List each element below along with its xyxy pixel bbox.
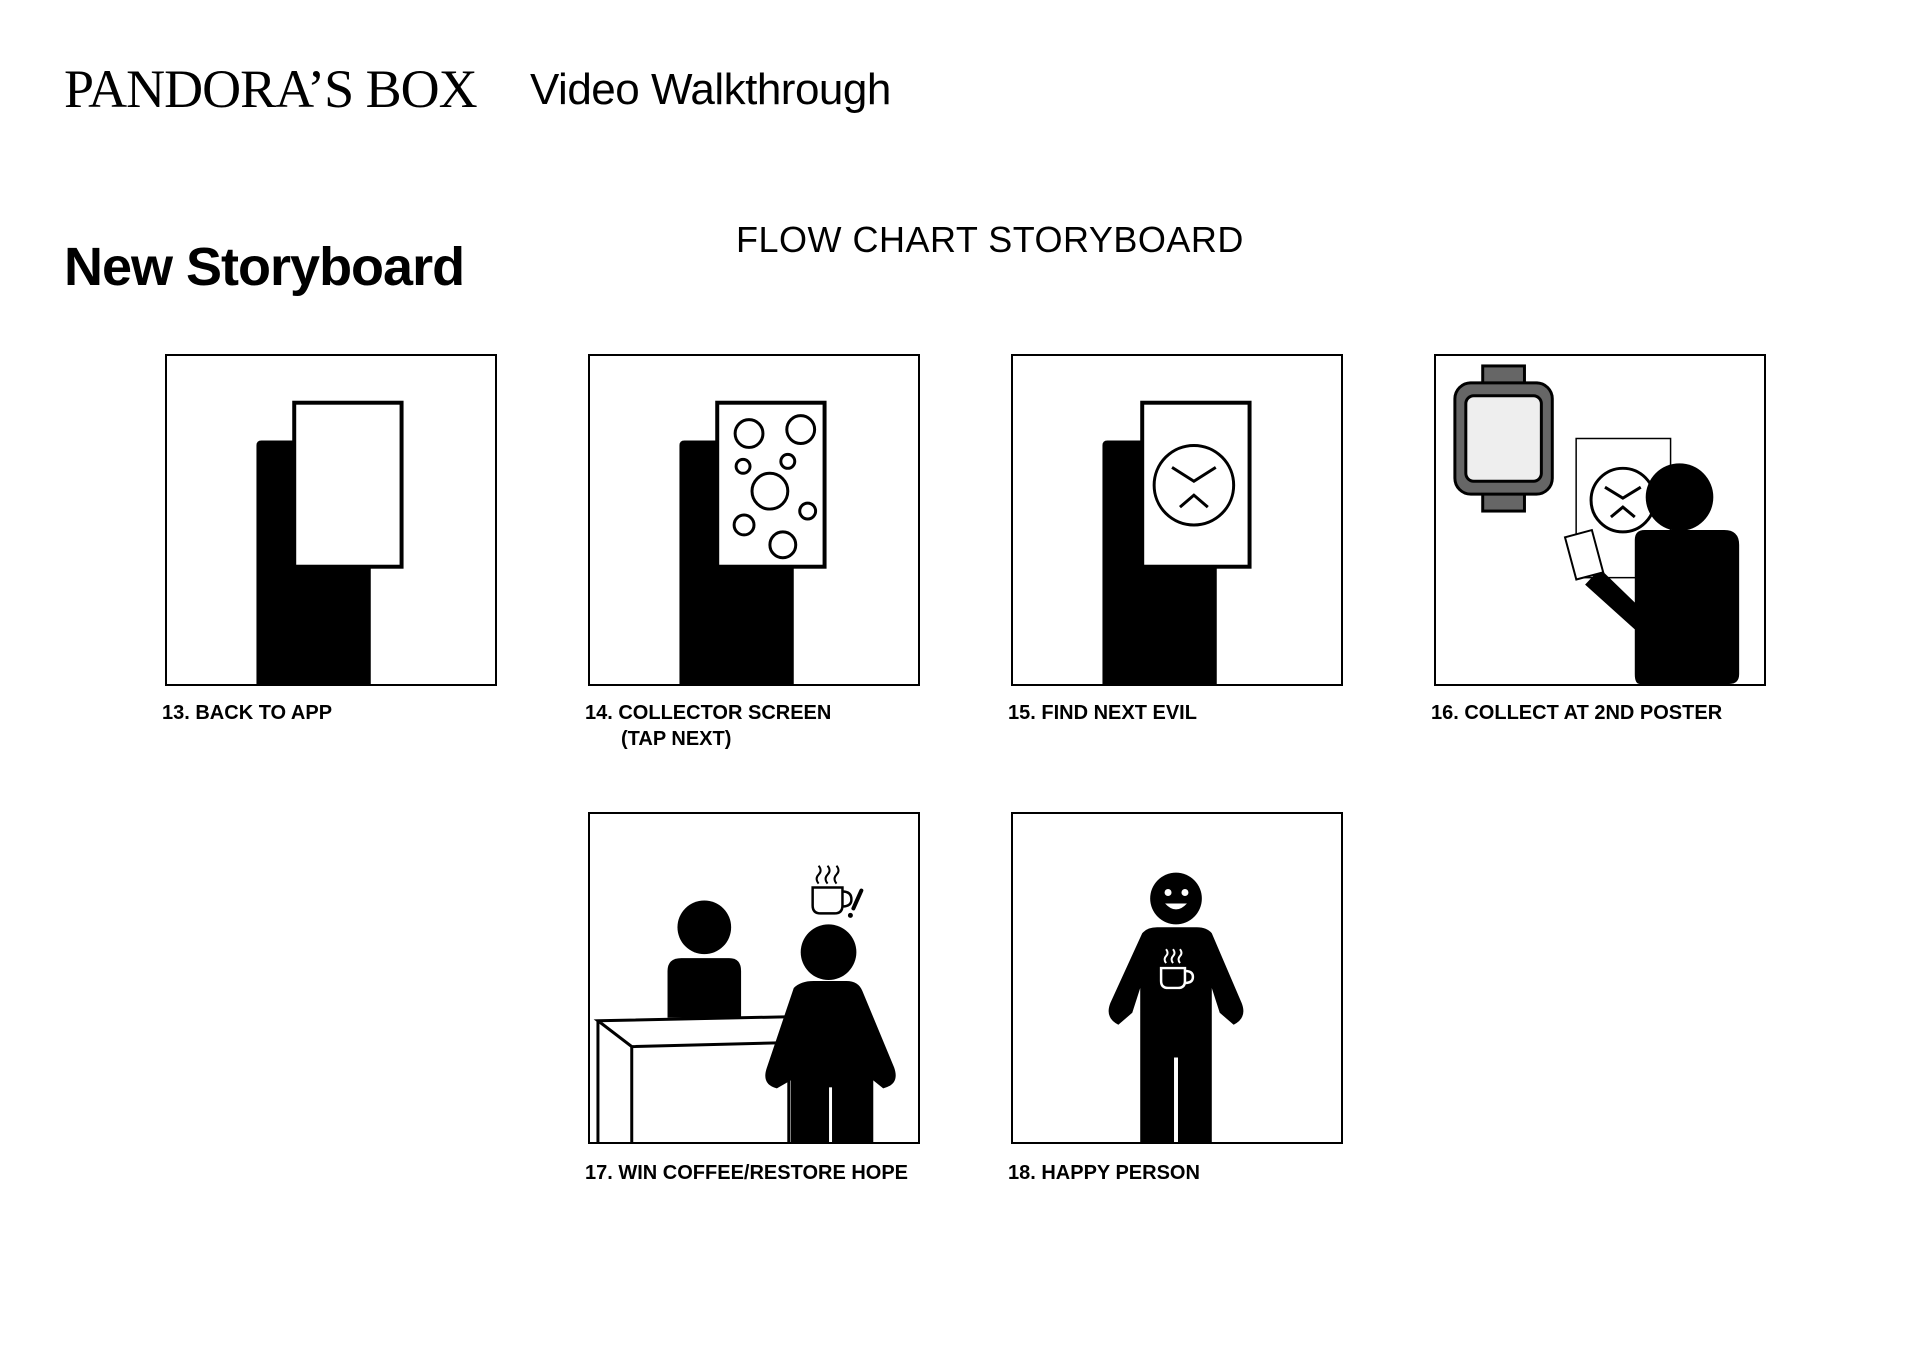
storyboard-title: FLOW CHART STORYBOARD bbox=[736, 219, 1244, 260]
barista-icon bbox=[667, 900, 742, 1018]
person-icon bbox=[1563, 463, 1740, 684]
watch-icon bbox=[1453, 364, 1554, 513]
exclamation-icon bbox=[847, 888, 864, 918]
caption-15-text: 15. FIND NEXT EVIL bbox=[1008, 702, 1197, 724]
poster-icon bbox=[1575, 437, 1672, 579]
caption-18-text: 18. HAPPY PERSON bbox=[1008, 1162, 1200, 1184]
caption-16-text: 16. COLLECT AT 2ND POSTER bbox=[1431, 702, 1723, 724]
bubbles-screen-icon bbox=[715, 400, 827, 569]
brand-title: PANDORA’S BOX bbox=[64, 59, 478, 119]
caption-18: 18. HAPPY PERSON bbox=[1008, 1160, 1200, 1186]
panel-13-illustration bbox=[256, 400, 404, 684]
caption-17-text: 17. WIN COFFEE/RESTORE HOPE bbox=[585, 1162, 909, 1184]
caption-13: 13. BACK TO APP bbox=[162, 700, 332, 726]
panel-15 bbox=[1011, 354, 1343, 686]
page-title: New Storyboard bbox=[64, 237, 465, 297]
caption-17: 17. WIN COFFEE/RESTORE HOPE bbox=[585, 1160, 908, 1186]
panel-13 bbox=[165, 354, 497, 686]
panel-15-illustration bbox=[1102, 400, 1252, 684]
caption-13-text: 13. BACK TO APP bbox=[162, 702, 333, 724]
counter-icon bbox=[593, 1015, 791, 1142]
person-icon bbox=[765, 924, 896, 1142]
panel-16-illustration bbox=[1453, 364, 1740, 684]
caption-16: 16. COLLECT AT 2ND POSTER bbox=[1431, 700, 1722, 726]
panel-17-illustration bbox=[593, 865, 896, 1142]
evil-face-icon bbox=[1152, 443, 1236, 527]
happy-person-icon bbox=[1108, 872, 1244, 1142]
page-subtitle: Video Walkthrough bbox=[530, 65, 891, 114]
caption-15: 15. FIND NEXT EVIL bbox=[1008, 700, 1197, 726]
panel-17 bbox=[588, 812, 920, 1144]
caption-14-text: 14. COLLECTOR SCREEN bbox=[585, 702, 832, 724]
coffee-icon bbox=[811, 865, 853, 915]
panel-16 bbox=[1434, 354, 1766, 686]
panel-14-illustration bbox=[679, 400, 827, 684]
caption-14-text-line2: (TAP NEXT) bbox=[621, 728, 732, 750]
caption-14: 14. COLLECTOR SCREEN (TAP NEXT) bbox=[585, 700, 831, 752]
panel-18-illustration bbox=[1108, 872, 1244, 1142]
screen-icon bbox=[292, 400, 404, 569]
panel-14 bbox=[588, 354, 920, 686]
coffee-icon bbox=[1159, 948, 1195, 990]
panel-18 bbox=[1011, 812, 1343, 1144]
